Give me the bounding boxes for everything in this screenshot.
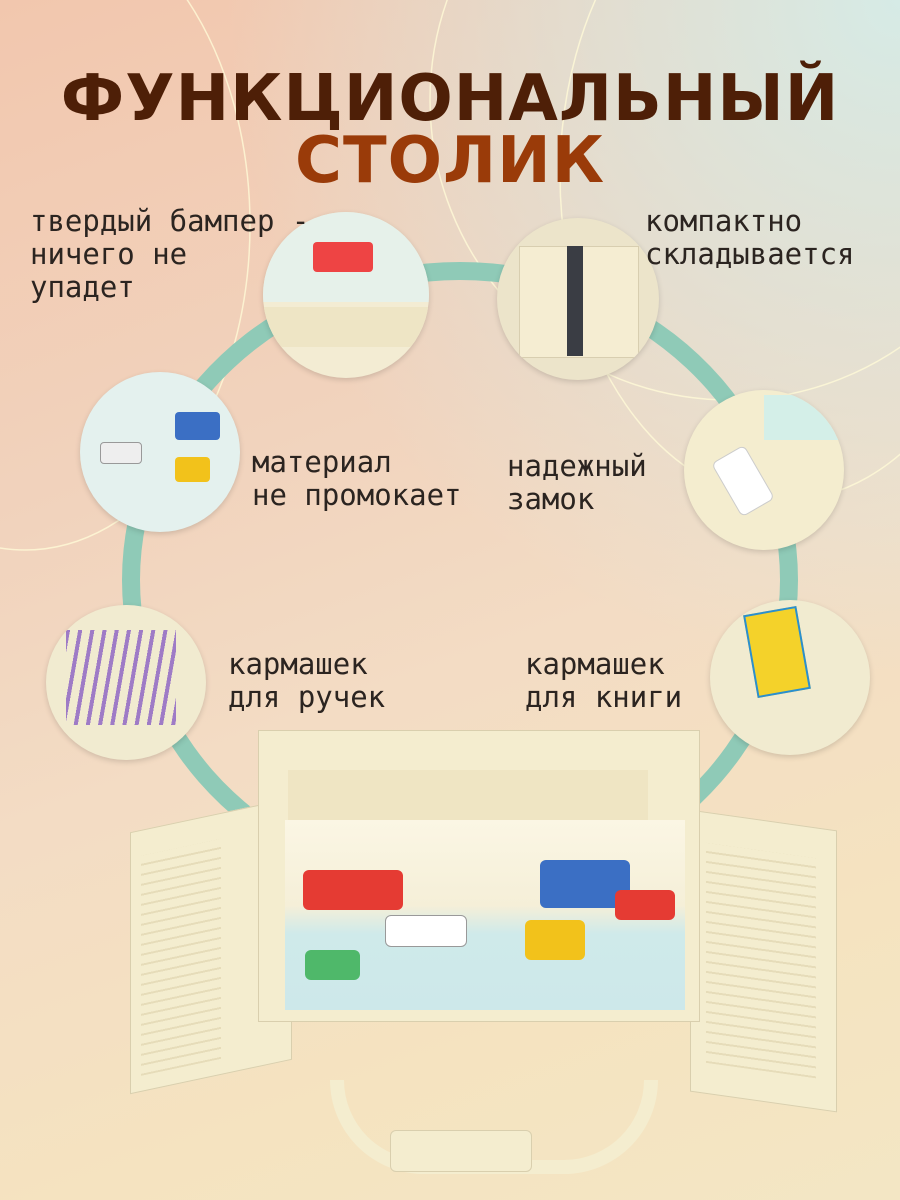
excavator-illustration bbox=[525, 920, 585, 960]
label-line: надежный bbox=[507, 449, 647, 483]
label-line: для книги bbox=[525, 680, 683, 714]
label-line: материал bbox=[252, 445, 392, 479]
feature-label-bumper: твердый бампер - ничего не упадет bbox=[30, 205, 309, 304]
label-line: складывается bbox=[645, 237, 855, 271]
right-side-panel bbox=[690, 809, 837, 1113]
label-line: замок bbox=[507, 482, 595, 516]
title-line-1: ФУНКЦИОНАЛЬНЫЙ bbox=[60, 62, 840, 136]
feature-label-book-pocket: кармашек для книги bbox=[525, 648, 682, 714]
feature-label-waterproof: материал не промокает bbox=[252, 446, 462, 512]
police-car-illustration bbox=[385, 915, 467, 947]
label-line: компактно bbox=[645, 204, 803, 238]
label-line: не промокает bbox=[252, 478, 462, 512]
car-illustration bbox=[615, 890, 675, 920]
feature-label-lock: надежный замок bbox=[507, 450, 647, 516]
label-line: кармашек bbox=[228, 647, 368, 681]
feature-label-pen-pocket: кармашек для ручек bbox=[228, 648, 385, 714]
label-line: твердый бампер - bbox=[30, 204, 310, 238]
taxi-illustration bbox=[305, 950, 360, 980]
label-line: упадет bbox=[30, 270, 135, 304]
label-line: для ручек bbox=[228, 680, 386, 714]
label-line: кармашек bbox=[525, 647, 665, 681]
material-photo bbox=[80, 372, 240, 532]
fire-engine-illustration bbox=[303, 870, 403, 910]
vehicle-mat bbox=[285, 820, 685, 1010]
title-line-2: СТОЛИК bbox=[294, 124, 606, 198]
book-pocket-photo bbox=[710, 600, 870, 755]
feature-label-folds: компактно складывается bbox=[645, 205, 855, 271]
decorative-arc bbox=[0, 0, 251, 551]
pen-pocket-photo bbox=[46, 605, 206, 760]
label-line: ничего не bbox=[30, 237, 188, 271]
folded-photo bbox=[497, 218, 659, 380]
strap-handle bbox=[390, 1130, 532, 1172]
bumper-photo bbox=[263, 212, 429, 378]
buckle-photo bbox=[684, 390, 844, 550]
